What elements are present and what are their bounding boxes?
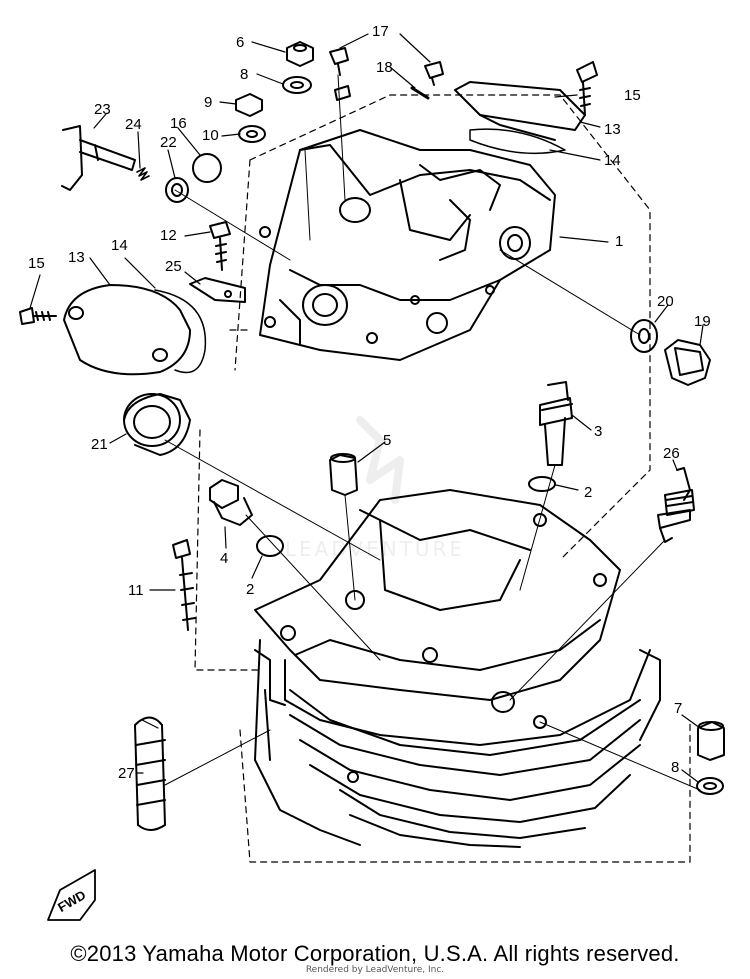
copyright-notice: ©2013 Yamaha Motor Corporation, U.S.A. A…: [70, 941, 680, 966]
callout-8: 8: [671, 759, 679, 776]
callout-2: 2: [246, 581, 254, 598]
part-21-intake-sleeve: [123, 393, 191, 456]
part-5-plug: [329, 453, 358, 496]
part-23-tappet-shaft: [61, 125, 136, 191]
part-11-bolt: [172, 539, 196, 631]
dashed-assembly-outline: [194, 94, 691, 863]
part-17-bolt: [329, 47, 444, 86]
callout-26: 26: [663, 445, 680, 462]
callout-17: 17: [372, 23, 389, 40]
part-14-gasket-upper: [469, 128, 566, 155]
part-22-oil-seal: [165, 177, 189, 203]
part-26-spark-plug: [657, 467, 695, 543]
callout-23: 23: [94, 101, 111, 118]
part-14-gasket-left: [154, 289, 207, 374]
part-12-bolt: [209, 221, 231, 271]
part-4-valve-guide: [209, 479, 253, 526]
callout-24: 24: [125, 116, 142, 133]
callout-6: 6: [236, 34, 244, 51]
part-9-nut: [235, 93, 263, 117]
callout-27: 27: [118, 765, 135, 782]
part-10-washer: [238, 125, 266, 143]
callout-18: 18: [376, 59, 393, 76]
callout-2: 2: [584, 484, 592, 501]
rendered-by-credit: Rendered by LeadVenture, Inc.: [305, 965, 445, 975]
callout-13: 13: [604, 121, 621, 138]
callout-9: 9: [204, 94, 212, 111]
fwd-arrow-icon: FWD: [47, 869, 96, 921]
callout-11: 11: [128, 582, 144, 599]
part-25-bracket: [189, 277, 246, 303]
part-8-washer: [282, 76, 724, 795]
callout-4: 4: [220, 550, 228, 567]
callout-1: 1: [615, 233, 623, 250]
part-15-bolt-upper: [576, 61, 598, 116]
callout-15: 15: [624, 87, 641, 104]
callout-19: 19: [694, 313, 711, 330]
part-1-cylinder-head: [254, 489, 661, 848]
part-19-drain-plug: [664, 339, 711, 386]
callout-8: 8: [240, 66, 248, 83]
callout-14: 14: [604, 152, 621, 169]
part-2-o-ring: [256, 476, 556, 557]
callout-15: 15: [28, 255, 45, 272]
callout-25: 25: [165, 258, 182, 275]
callout-labels: 1 2 2 3 4 5 6 7 8 8 9 10 11 12 13 13 14 …: [28, 23, 711, 782]
callout-16: 16: [170, 115, 187, 132]
callout-12: 12: [160, 227, 177, 244]
part-20-washer: [630, 319, 658, 353]
callout-10: 10: [202, 127, 219, 144]
part-1-cylinder-head-cover: [259, 129, 556, 361]
part-3-valve-guide: [539, 381, 573, 466]
part-18-parts: [334, 85, 430, 101]
callout-3: 3: [594, 423, 602, 440]
callout-22: 22: [160, 134, 177, 151]
part-13-cover-upper: [454, 81, 586, 141]
part-13-cover-left: [63, 284, 191, 376]
part-15-bolt-left: [19, 307, 57, 325]
part-6-nut: [286, 41, 314, 67]
callout-21: 21: [91, 436, 108, 453]
callout-20: 20: [657, 293, 674, 310]
part-16-plug: [192, 153, 222, 183]
callout-14: 14: [111, 237, 128, 254]
part-27-stud: [134, 716, 166, 831]
watermark: LEADVENTURE: [285, 416, 465, 561]
part-7-cap: [697, 721, 725, 761]
callout-5: 5: [383, 432, 391, 449]
part-24-spring: [136, 167, 150, 181]
callout-7: 7: [674, 700, 682, 717]
callout-13: 13: [68, 249, 85, 266]
leader-lines: [29, 33, 704, 791]
watermark-text: LEADVENTURE: [285, 537, 465, 561]
